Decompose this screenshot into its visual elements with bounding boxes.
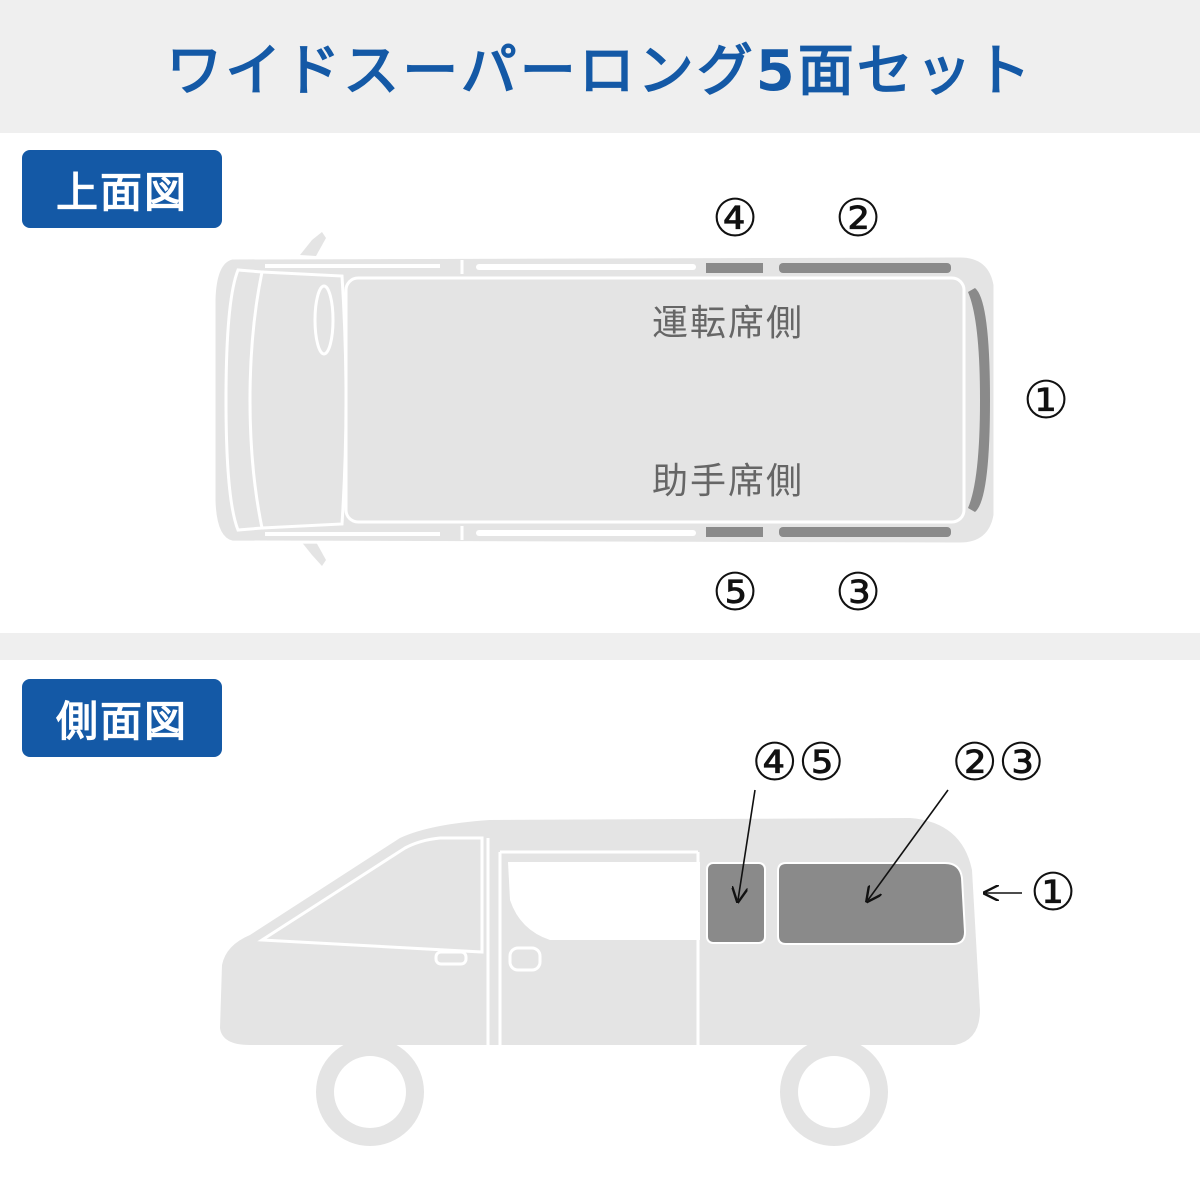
section-divider: [0, 633, 1200, 660]
marker-1-side: ①: [1030, 863, 1077, 923]
slide-window-shape: [508, 862, 700, 940]
marker-1-top: ①: [1023, 371, 1070, 431]
window-1-top: [968, 288, 990, 512]
window-23-side: [777, 862, 967, 945]
door-handle-shape: [508, 946, 542, 972]
window-3-top: [779, 527, 951, 537]
roof-vent-shape: [313, 284, 335, 356]
front-handle-shape: [434, 950, 468, 966]
marker-3-top: ③: [835, 563, 882, 623]
mirror-right-shape: [300, 540, 326, 566]
pointer-arrow-45: [738, 789, 756, 900]
passenger-side-label: 助手席側: [652, 461, 804, 502]
side-view-vehicle: [220, 818, 980, 1146]
window-4-top: [706, 263, 763, 273]
rear-wheel-hub: [798, 1056, 870, 1128]
top-view-label: 上面図: [22, 150, 222, 228]
side-view-label: 側面図: [22, 679, 222, 757]
pointer-arrow-23: [868, 789, 949, 900]
marker-5-top: ⑤: [712, 563, 759, 623]
top-view-vehicle: [212, 232, 997, 566]
window-2-top: [779, 263, 951, 273]
marker-2-top: ②: [835, 189, 882, 249]
header-banner: ワイドスーパーロング5面セット: [0, 0, 1200, 133]
front-wheel-hub: [334, 1056, 406, 1128]
window-5-top: [706, 527, 763, 537]
driver-side-label: 運転席側: [652, 303, 804, 344]
mirror-left-shape: [300, 232, 326, 256]
marker-23-side: ②③: [951, 733, 1044, 793]
window-45-side: [706, 862, 766, 944]
slide-rail: [476, 530, 696, 536]
marker-45-side: ④⑤: [751, 733, 844, 793]
page-title: ワイドスーパーロング5面セット: [166, 39, 1034, 104]
front-window-outline: [257, 836, 484, 954]
roof-panel: [344, 276, 966, 524]
marker-4-top: ④: [712, 189, 759, 249]
slide-rail: [476, 264, 696, 270]
